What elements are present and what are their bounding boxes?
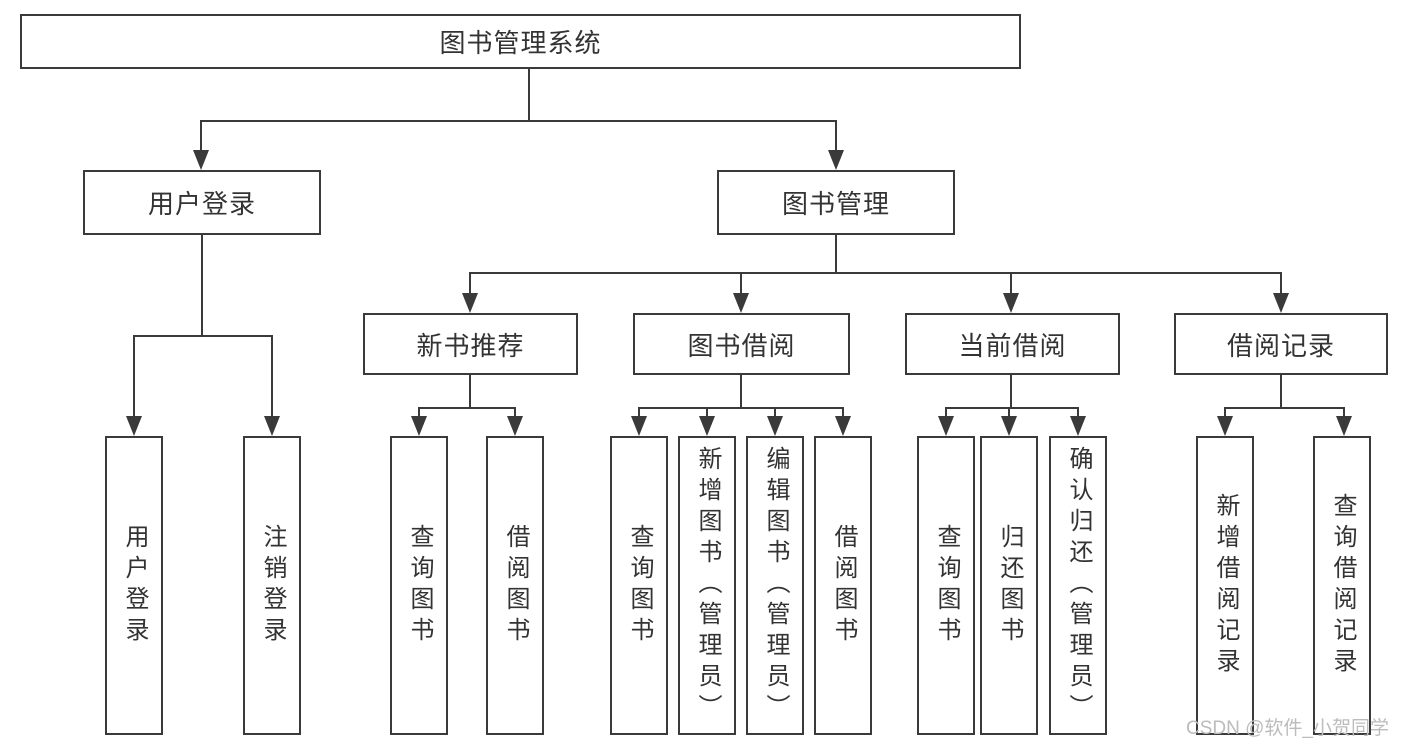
leaf-query-borrow-record: 查询借阅记录 xyxy=(1313,436,1371,735)
edge-to-leaf xyxy=(133,335,135,417)
arrow-down-icon xyxy=(828,150,844,170)
arrow-down-icon xyxy=(835,416,851,436)
leaf-confirm-return-admin-label: 确认归还（管理员） xyxy=(1065,446,1092,725)
arrow-down-icon xyxy=(767,416,783,436)
edge-to-leaf xyxy=(418,407,420,417)
edge-to-leaf xyxy=(945,407,947,417)
leaf-return-book: 归还图书 xyxy=(980,436,1038,735)
arrow-down-icon xyxy=(411,416,427,436)
arrow-down-icon xyxy=(507,416,523,436)
leaf-logout: 注销登录 xyxy=(243,436,301,735)
arrow-down-icon xyxy=(938,416,954,436)
leaf-query-book-1: 查询图书 xyxy=(390,436,448,735)
leaf-borrow-book-2: 借阅图书 xyxy=(814,436,872,735)
leaf-user-login-label: 用户登录 xyxy=(121,523,148,648)
leaf-confirm-return-admin: 确认归还（管理员） xyxy=(1049,436,1107,735)
edge-borrow-bar xyxy=(639,407,844,409)
edge-record-stem xyxy=(1280,375,1282,408)
node-user-login: 用户登录 xyxy=(83,170,321,235)
edge-borrow-stem xyxy=(740,375,742,408)
node-new-book-recommend: 新书推荐 xyxy=(363,313,578,375)
leaf-query-book-2: 查询图书 xyxy=(610,436,668,735)
edge-to-leaf xyxy=(1343,407,1345,417)
arrow-down-icon xyxy=(1003,293,1019,313)
edge-to-leaf xyxy=(842,407,844,417)
edge-to-leaf xyxy=(271,335,273,417)
node-root-label: 图书管理系统 xyxy=(439,28,602,58)
edge-login-stem xyxy=(201,235,203,335)
arrow-down-icon xyxy=(1001,416,1017,436)
node-book-management: 图书管理 xyxy=(717,170,955,235)
edge-newbook-bar xyxy=(419,407,516,409)
leaf-query-borrow-record-label: 查询借阅记录 xyxy=(1329,492,1356,679)
leaf-user-login: 用户登录 xyxy=(105,436,163,735)
leaf-logout-label: 注销登录 xyxy=(259,523,286,648)
edge-to-book-mgmt xyxy=(835,120,837,151)
arrow-down-icon xyxy=(462,293,478,313)
edge-to-leaf xyxy=(1224,407,1226,417)
leaf-add-borrow-record: 新增借阅记录 xyxy=(1196,436,1254,735)
node-borrowing-records: 借阅记录 xyxy=(1174,313,1388,375)
arrow-down-icon xyxy=(699,416,715,436)
leaf-query-book-3: 查询图书 xyxy=(917,436,975,735)
edge-to-leaf xyxy=(774,407,776,417)
arrow-down-icon xyxy=(1217,416,1233,436)
edge-newbook-stem xyxy=(469,375,471,408)
node-user-login-label: 用户登录 xyxy=(147,189,256,219)
node-book-borrowing: 图书借阅 xyxy=(633,313,850,375)
arrow-down-icon xyxy=(1273,293,1289,313)
node-book-management-label: 图书管理 xyxy=(781,189,890,219)
edge-root-bar xyxy=(200,120,837,122)
leaf-borrow-book-1: 借阅图书 xyxy=(486,436,544,735)
edge-current-stem xyxy=(1010,375,1012,408)
edge-to-record xyxy=(1280,272,1282,295)
leaf-add-borrow-record-label: 新增借阅记录 xyxy=(1212,492,1239,679)
node-current-borrowing: 当前借阅 xyxy=(905,313,1120,375)
leaf-add-book-admin-label: 新增图书（管理员） xyxy=(694,446,721,725)
leaf-return-book-label: 归还图书 xyxy=(996,523,1023,648)
arrow-down-icon xyxy=(1070,416,1086,436)
edge-to-borrow xyxy=(740,272,742,295)
leaf-borrow-book-1-label: 借阅图书 xyxy=(502,523,529,648)
arrow-down-icon xyxy=(193,150,209,170)
edge-current-bar xyxy=(945,407,1079,409)
node-borrowing-records-label: 借阅记录 xyxy=(1226,330,1335,361)
csdn-watermark: CSDN @软件_小贺同学 xyxy=(1186,718,1389,739)
arrow-down-icon xyxy=(631,416,647,436)
edge-to-newbook xyxy=(469,272,471,295)
node-new-book-recommend-label: 新书推荐 xyxy=(416,330,525,361)
arrow-down-icon xyxy=(126,416,142,436)
arrow-down-icon xyxy=(1336,416,1352,436)
edge-to-leaf xyxy=(1008,407,1010,417)
edge-mgmt-bar xyxy=(470,272,1282,274)
edge-mgmt-stem xyxy=(835,235,837,274)
edge-to-leaf xyxy=(1077,407,1079,417)
edge-to-leaf xyxy=(706,407,708,417)
leaf-add-book-admin: 新增图书（管理员） xyxy=(678,436,736,735)
edge-root-stem xyxy=(528,69,530,120)
edge-to-leaf xyxy=(638,407,640,417)
node-root: 图书管理系统 xyxy=(20,14,1021,69)
leaf-query-book-2-label: 查询图书 xyxy=(626,523,653,648)
node-current-borrowing-label: 当前借阅 xyxy=(958,330,1067,361)
leaf-borrow-book-2-label: 借阅图书 xyxy=(830,523,857,648)
edge-login-bar xyxy=(133,335,273,337)
leaf-edit-book-admin-label: 编辑图书（管理员） xyxy=(762,446,789,725)
arrow-down-icon xyxy=(733,293,749,313)
edge-to-current xyxy=(1010,272,1012,295)
leaf-query-book-3-label: 查询图书 xyxy=(933,523,960,648)
arrow-down-icon xyxy=(264,416,280,436)
leaf-edit-book-admin: 编辑图书（管理员） xyxy=(746,436,804,735)
node-book-borrowing-label: 图书借阅 xyxy=(687,330,796,361)
leaf-query-book-1-label: 查询图书 xyxy=(406,523,433,648)
edge-record-bar xyxy=(1225,407,1345,409)
edge-to-user-login xyxy=(200,120,202,151)
edge-to-leaf xyxy=(514,407,516,417)
